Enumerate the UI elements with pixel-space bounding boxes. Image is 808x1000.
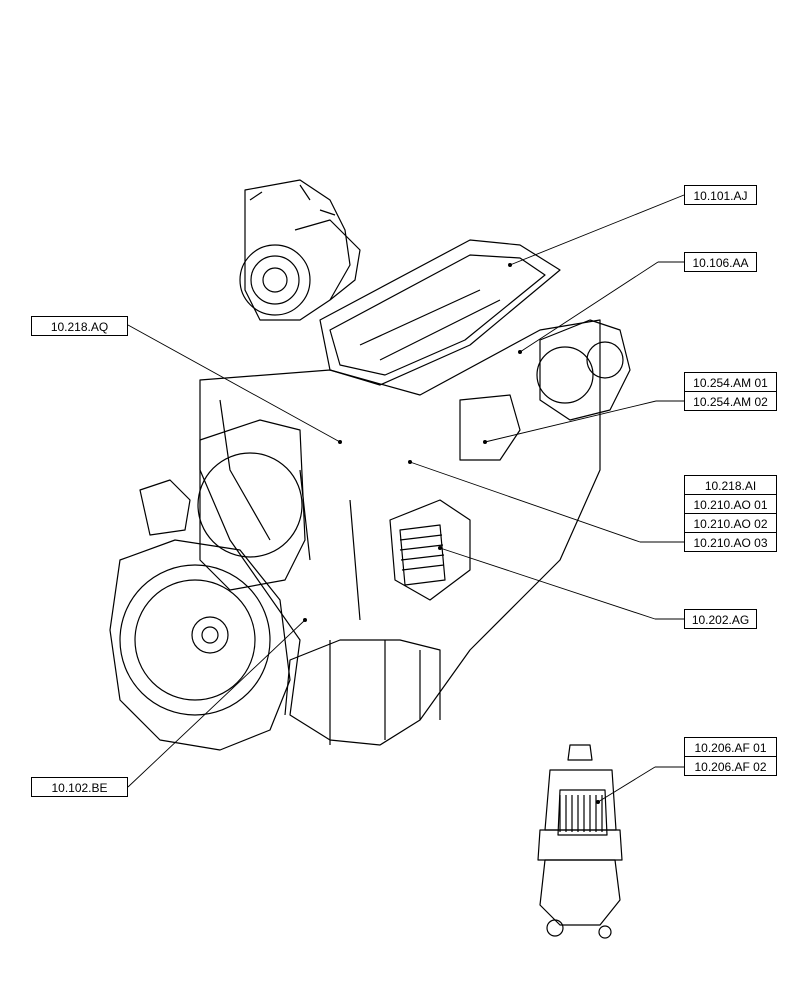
- water-pump: [459, 319, 631, 461]
- flywheel-housing: [109, 539, 291, 751]
- callout-10-206-af-02[interactable]: 10.206.AF 02: [684, 756, 777, 776]
- callout-group-10-218-ai: 10.218.AI 10.210.AO 01 10.210.AO 02 10.2…: [684, 475, 777, 552]
- leader-dots: [303, 263, 600, 804]
- callout-10-210-ao-01[interactable]: 10.210.AO 01: [684, 494, 777, 514]
- callout-10-210-ao-03[interactable]: 10.210.AO 03: [684, 532, 777, 552]
- valve-cover: [319, 239, 561, 386]
- turbocharger: [239, 179, 361, 321]
- callout-10-102-be[interactable]: 10.102.BE: [31, 777, 128, 797]
- callout-10-254-am-01[interactable]: 10.254.AM 01: [684, 372, 777, 392]
- oil-filter-engine: [399, 524, 446, 586]
- callout-group-10-206-af: 10.206.AF 01 10.206.AF 02: [684, 737, 777, 776]
- timing-cover: [197, 419, 306, 591]
- callout-10-106-aa[interactable]: 10.106.AA: [684, 252, 757, 272]
- fuel-filter-assembly: [537, 744, 623, 939]
- callout-group-10-254-am: 10.254.AM 01 10.254.AM 02: [684, 372, 777, 411]
- callout-10-218-ai[interactable]: 10.218.AI: [684, 475, 777, 495]
- callout-10-202-ag[interactable]: 10.202.AG: [684, 609, 757, 629]
- callout-10-101-aj[interactable]: 10.101.AJ: [684, 185, 757, 205]
- callout-10-210-ao-02[interactable]: 10.210.AO 02: [684, 513, 777, 533]
- engine-mount-left: [139, 479, 191, 536]
- leader-lines: [127, 194, 685, 803]
- callout-10-206-af-01[interactable]: 10.206.AF 01: [684, 737, 777, 757]
- callout-10-218-aq[interactable]: 10.218.AQ: [31, 316, 128, 336]
- callout-10-254-am-02[interactable]: 10.254.AM 02: [684, 391, 777, 411]
